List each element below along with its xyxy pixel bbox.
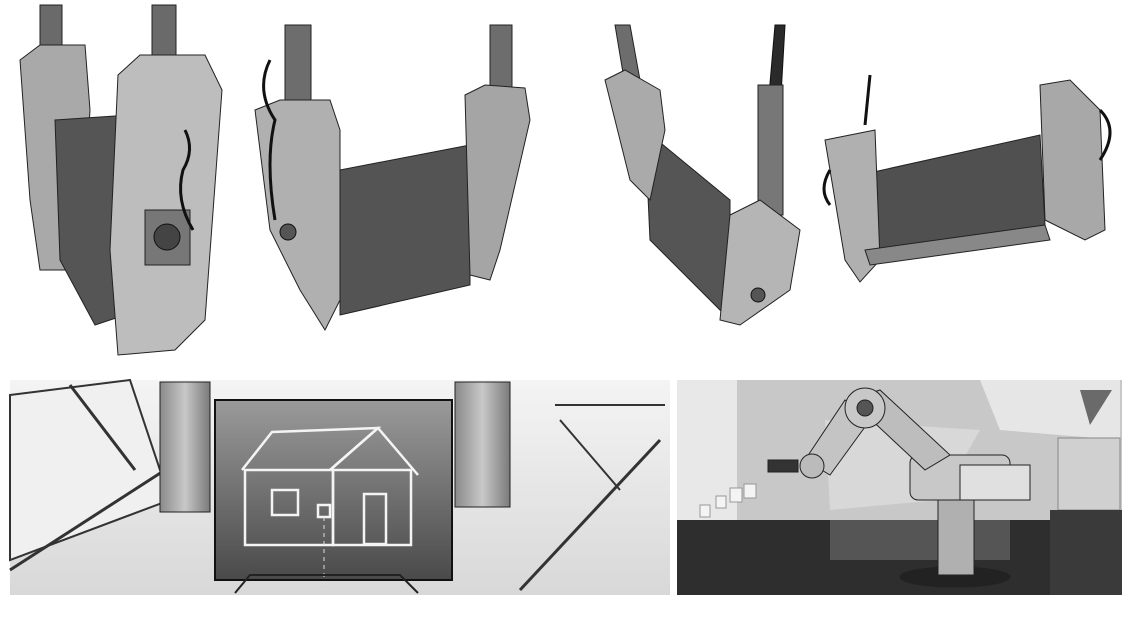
screen-scene-panel <box>9 378 670 595</box>
device-render-front <box>19 4 223 356</box>
device-render-flat <box>822 74 1112 283</box>
house-drawing <box>241 426 419 547</box>
device-render-tilted <box>604 24 801 326</box>
paper-sheets <box>699 483 757 518</box>
robot-arm-scene-panel <box>677 380 1122 595</box>
device-render-angled <box>254 24 531 332</box>
robot-arm <box>767 387 1031 588</box>
